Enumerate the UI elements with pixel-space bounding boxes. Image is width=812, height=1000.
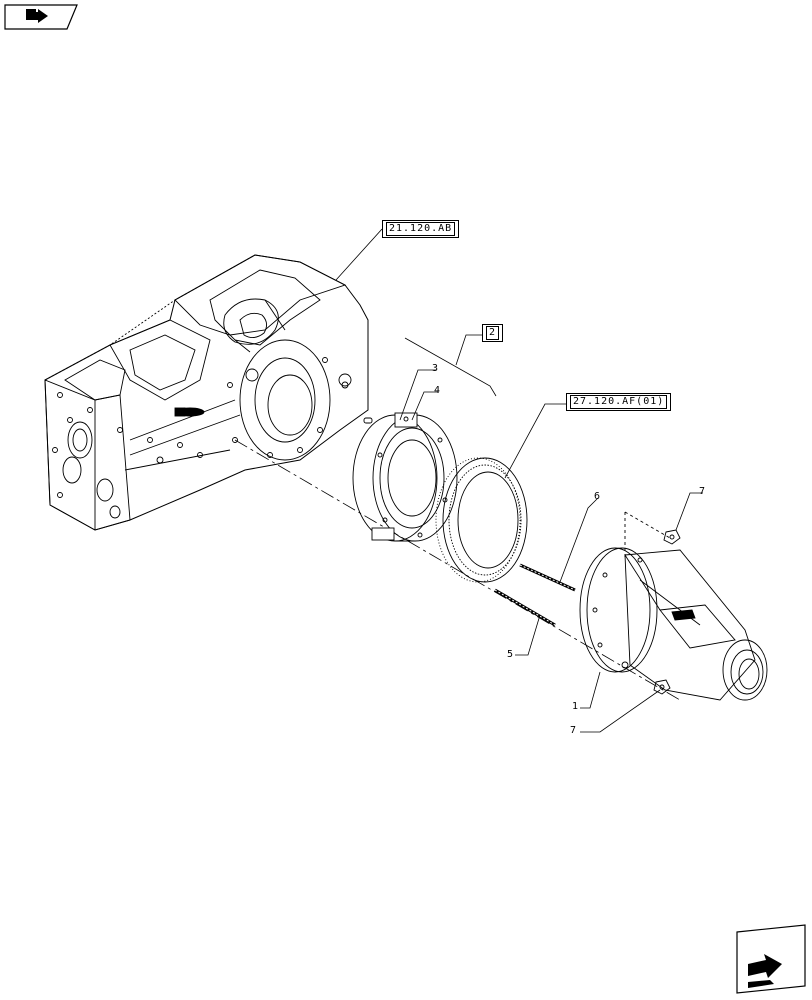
back-arrow-icon xyxy=(4,4,78,30)
reference-label-group: 2 xyxy=(486,326,500,340)
next-arrow-icon xyxy=(736,924,806,994)
transmission-housing xyxy=(44,254,369,531)
callout-3: 3 xyxy=(432,363,439,374)
stud-part-5 xyxy=(494,588,556,627)
callout-5: 5 xyxy=(507,649,514,660)
stud-part-6 xyxy=(519,563,576,592)
callout-7-bottom: 7 xyxy=(570,725,577,736)
callout-6: 6 xyxy=(594,491,601,502)
reference-label-housing: 21.120.AB xyxy=(386,222,456,236)
reference-box-housing[interactable]: 21.120.AB xyxy=(382,220,460,238)
back-button[interactable] xyxy=(4,4,78,30)
carrier-part-4 xyxy=(352,412,458,542)
reference-box-group[interactable]: 2 xyxy=(482,324,504,342)
callout-1: 1 xyxy=(572,701,579,712)
assembly-center-line xyxy=(234,439,681,701)
nut-part-7-bottom xyxy=(653,679,671,695)
axle-housing-part-1 xyxy=(579,511,768,701)
reference-box-ring[interactable]: 27.120.AF(01) xyxy=(566,393,672,411)
leader-lines xyxy=(335,228,703,733)
reference-label-ring: 27.120.AF(01) xyxy=(570,395,668,409)
nut-part-7-top xyxy=(663,529,681,545)
callout-7-top: 7 xyxy=(699,486,706,497)
pin-part-3 xyxy=(363,417,373,424)
callout-4: 4 xyxy=(434,385,441,396)
ring-gear xyxy=(435,457,528,583)
next-button[interactable] xyxy=(736,924,806,994)
